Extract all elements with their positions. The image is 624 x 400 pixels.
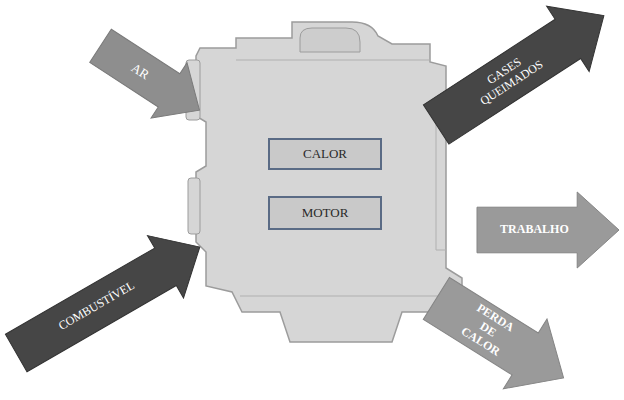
flow-arrow: GASES QUEIMADOS [415, 0, 624, 157]
flow-label: MOTOR [302, 206, 349, 221]
flow-label: AR [128, 60, 151, 82]
flow-label: CALOR [303, 147, 347, 162]
flow-label: TRABALHO [500, 223, 569, 237]
label-box: CALOR [268, 138, 382, 170]
flow-label: COMBUSTÍVEL [56, 279, 137, 334]
flow-label: GASES QUEIMADOS [463, 42, 554, 114]
flow-label: PERDA DE CALOR [451, 297, 524, 364]
flow-arrow: COMBUSTÍVEL [0, 216, 218, 384]
flow-arrow: TRABALHO [477, 192, 619, 268]
label-box: MOTOR [268, 196, 382, 230]
